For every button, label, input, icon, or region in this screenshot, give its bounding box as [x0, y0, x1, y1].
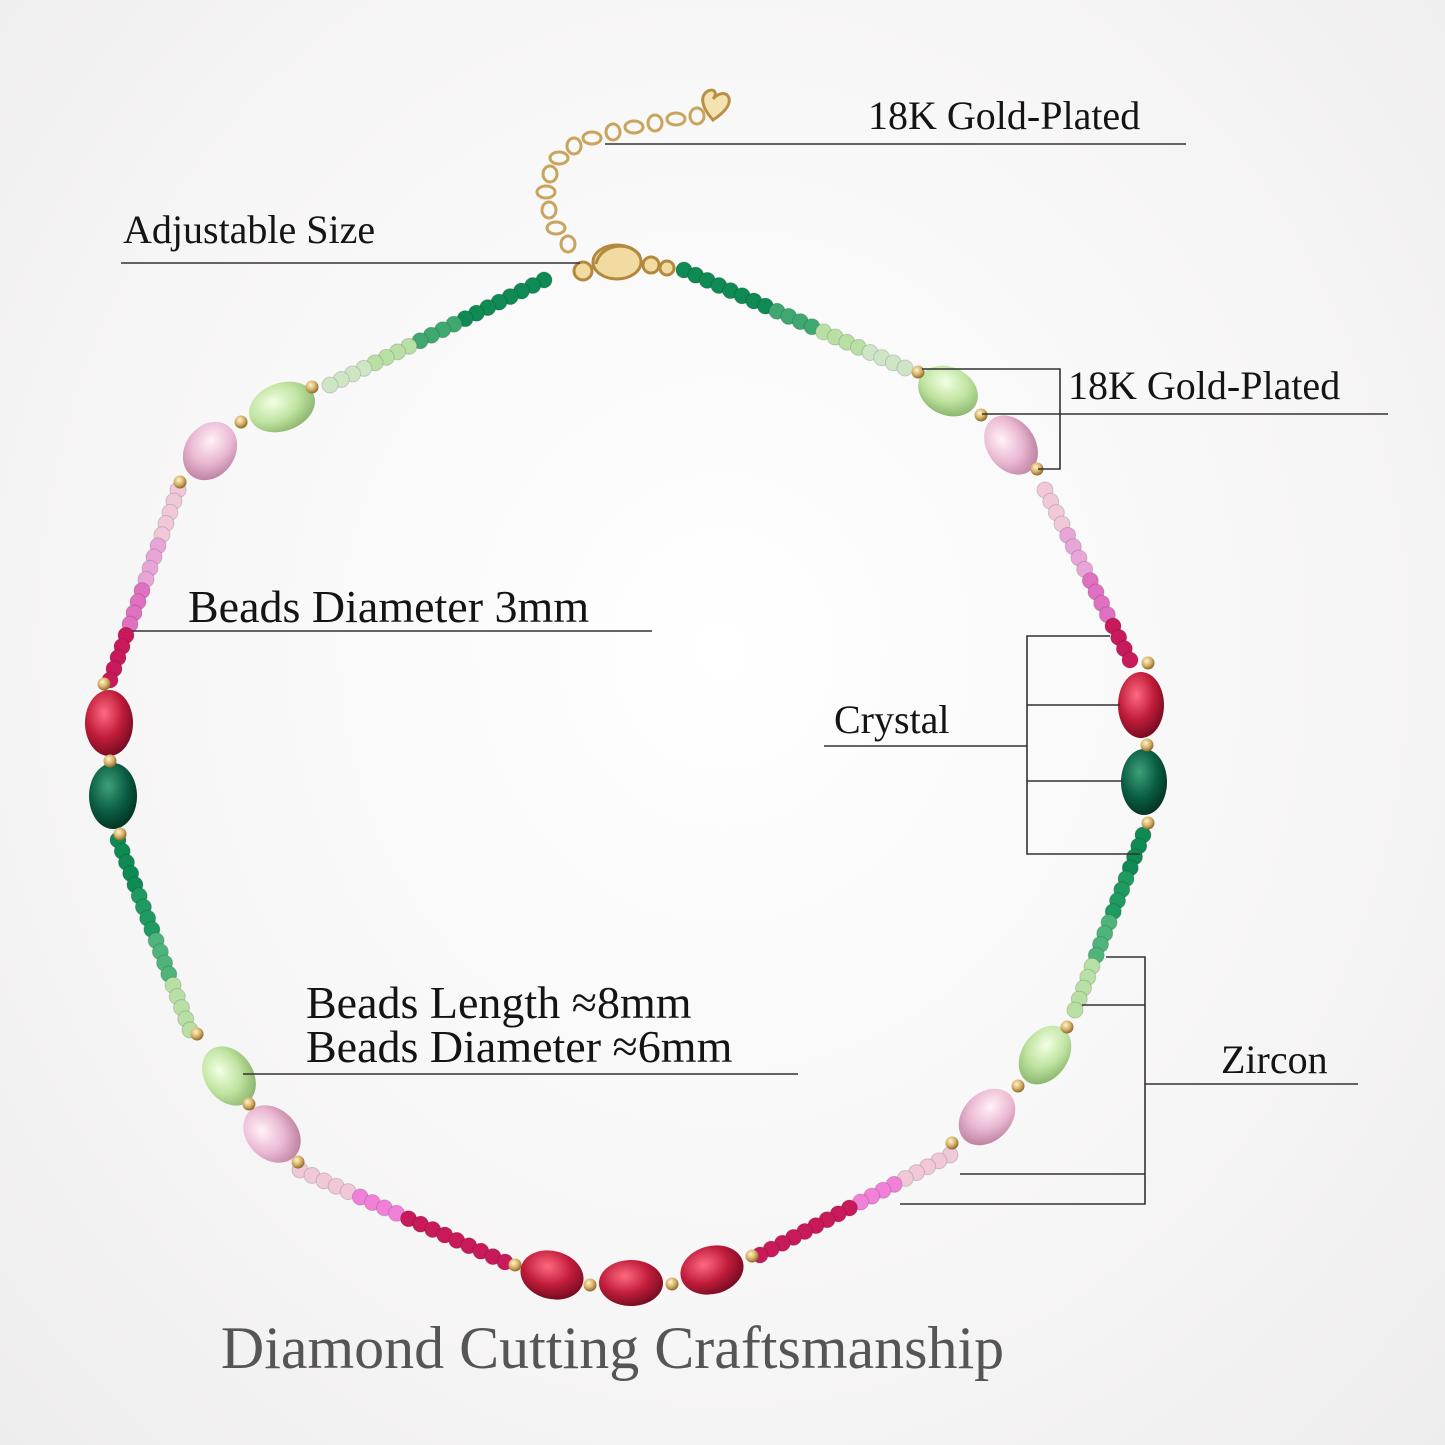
label-gold-plated-right: 18K Gold-Plated [1068, 363, 1341, 408]
gold-spacer-bead [1141, 816, 1155, 830]
gold-spacer-bead [190, 1027, 204, 1041]
gold-spacer-bead [242, 1097, 256, 1111]
oval-bead-red-bottom-3 [680, 1245, 744, 1295]
oval-bead-red-bottom-2 [599, 1260, 663, 1306]
oval-beads-group [85, 365, 1167, 1306]
chain-link [623, 119, 645, 135]
gold-spacer-bead [665, 1277, 679, 1291]
chain-link [665, 111, 687, 127]
gold-spacer-bead [745, 1249, 759, 1263]
chain-link [604, 122, 622, 142]
oval-bead-green-bottom-left [202, 1046, 256, 1106]
chain-link [548, 150, 570, 166]
oval-bead-red-bottom-1 [520, 1250, 584, 1300]
gold-spacer-bead [1060, 1020, 1074, 1034]
oval-bead-red-right [1118, 672, 1164, 738]
oval-bead-green-bottom-right [1018, 1025, 1072, 1085]
chain-link [540, 200, 558, 220]
gold-spacer-bead [1141, 656, 1155, 670]
strand-right-upper-bead [1121, 651, 1139, 669]
chain-link [541, 164, 559, 184]
chain-link [581, 130, 603, 146]
gold-spacer-bead [1011, 1079, 1025, 1093]
chain-link [559, 234, 577, 254]
gold-spacer-bead [508, 1258, 522, 1272]
chain-link [535, 184, 557, 200]
strand-top-right-bead [896, 359, 914, 377]
gold-spacer-bead [945, 1136, 959, 1150]
heart-charm-icon [701, 88, 731, 122]
gold-spacer-bead [291, 1155, 305, 1169]
oval-bead-darkgreen-left [89, 763, 137, 829]
strand-right-lower-bead [1066, 1001, 1084, 1019]
gold-spacer-bead [583, 1278, 597, 1292]
chain-link [646, 113, 664, 133]
gold-spacer-bead [97, 677, 111, 691]
label-beads-length: Beads Length ≈8mm [306, 977, 692, 1028]
extension-chain [535, 106, 706, 254]
oval-bead-darkgreen-right [1121, 749, 1167, 815]
lobster-clasp-icon [572, 243, 676, 282]
oval-bead-green-top-left [249, 381, 315, 433]
label-beads-diameter-3mm: Beads Diameter 3mm [188, 581, 590, 632]
chain-link [565, 136, 583, 156]
oval-bead-pink-top-right [984, 415, 1038, 475]
chain-link [545, 220, 567, 236]
oval-bead-pink-bottom-left [243, 1105, 301, 1163]
gold-spacer-beads [97, 365, 1155, 1292]
small-beads-group [101, 261, 1152, 1271]
strand-top-left-bead [321, 376, 339, 394]
gold-spacer-bead [1030, 462, 1044, 476]
gold-spacer-bead [1140, 738, 1154, 752]
oval-bead-green-top-right [918, 365, 978, 417]
gold-spacer-bead [911, 365, 925, 379]
footer-caption: Diamond Cutting Craftsmanship [220, 1315, 1005, 1381]
gold-spacer-bead [103, 754, 117, 768]
gold-spacer-bead [113, 827, 127, 841]
chain-link [688, 106, 706, 126]
gold-spacer-bead [974, 408, 988, 422]
label-zircon: Zircon [1221, 1037, 1328, 1082]
annotation-lines [121, 143, 1388, 1205]
gold-spacer-bead [173, 475, 187, 489]
label-gold-plated-top: 18K Gold-Plated [868, 93, 1141, 138]
label-crystal: Crystal [834, 697, 950, 742]
oval-bead-pink-top-left [182, 421, 238, 481]
oval-bead-red-left [85, 690, 133, 756]
gold-spacer-bead [234, 415, 248, 429]
label-adjustable-size: Adjustable Size [123, 207, 376, 252]
gold-spacer-bead [305, 380, 319, 394]
oval-bead-pink-bottom-right [958, 1088, 1016, 1146]
label-beads-diameter-6mm: Beads Diameter ≈6mm [306, 1021, 733, 1072]
